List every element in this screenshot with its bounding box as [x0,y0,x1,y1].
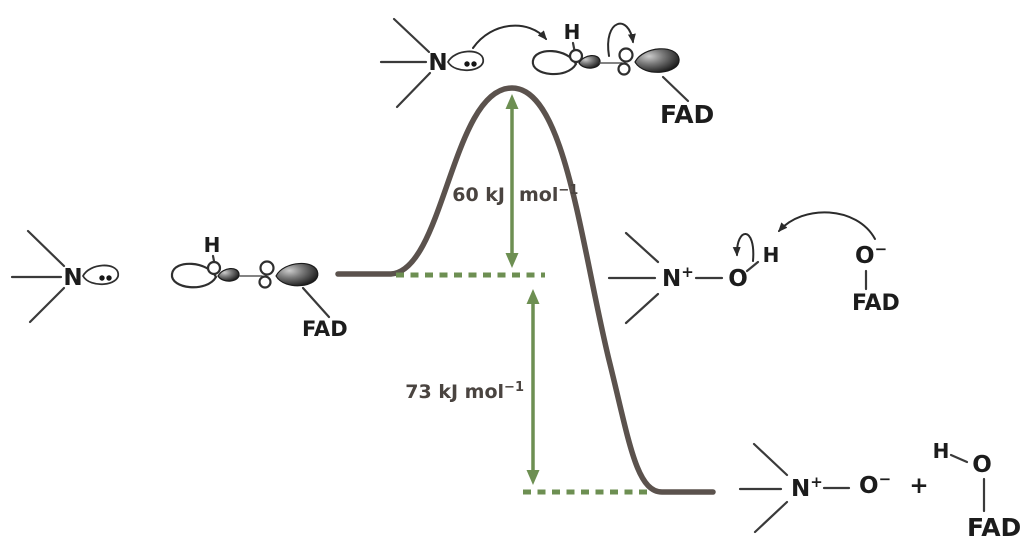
orbital-back-lobe [259,260,275,276]
hydrogen-label: H [564,20,581,44]
electron-pushing-arrow [472,24,547,49]
proton-loop-arrow [732,233,755,262]
lone-pair-orbital [447,50,485,72]
orbital-lobe-dark-large [275,262,319,287]
transition-state-structure: N H FAD [379,17,714,129]
orbital-back-lobe [568,48,584,64]
orbital-back-lobe [258,275,272,289]
flavin-hydroperoxide-fragment: H FAD [170,233,348,341]
hydroxyl-oxygen-label: O [972,452,992,478]
amine-fragment: N [379,17,485,109]
svg-text:73 kJ mol−1: 73 kJ mol−1 [405,380,524,403]
fad-label: FAD [967,513,1021,542]
fad-label: FAD [660,100,714,129]
product-structures: N+ O− + H O FAD [738,439,1021,542]
nitrogen-label: N [428,50,447,76]
activation-energy-label: 60 kJ mol−1 [452,183,578,206]
orbital-back-lobe [206,260,222,276]
hydrogen-label: H [204,233,221,257]
plus-sign: + [909,473,928,499]
nitrogen-label: N [63,265,82,291]
hydrogen-label: H [933,439,950,463]
arrowhead-down-icon [526,470,540,485]
reactant-structures: N H FAD [10,229,348,341]
svg-text:mol−1: mol−1 [519,183,578,206]
hydrogen-label: H [763,243,780,267]
n-oxide-oxygen-label: O− [859,470,891,499]
reaction-energy-arrow [526,289,540,485]
energy-curve [335,85,716,495]
arrowhead-up-icon [526,289,540,304]
alkoxide-label: O− [855,240,887,269]
electron-dot [106,275,112,281]
proton-transfer-arrow [778,211,876,240]
amine-fragment: N [10,229,120,324]
peroxide-orbital-fragment: H FAD [531,20,714,129]
intermediate-structure: N+ O H O− FAD [607,211,900,325]
nitrogen-label: N+ [791,473,823,502]
electron-dot [471,61,477,67]
arrowhead-up-icon [505,94,519,109]
orbital-back-lobe [618,47,634,63]
fad-label: FAD [302,317,348,341]
orbital-back-lobe [617,62,631,76]
arrowhead-down-icon [505,253,519,268]
orbital-lobe-dark-large [634,48,680,73]
electron-dot [99,275,105,281]
electron-dot [464,61,470,67]
nitrogen-label: N+ [662,263,694,292]
oxygen-label: O [728,266,748,292]
reaction-energy-label: 73 kJ mol−1 [405,380,524,403]
fad-label: FAD [852,291,900,316]
orbital-lobe-dark-small [217,267,240,282]
lone-pair-orbital [82,264,120,286]
svg-text:60 kJ: 60 kJ [452,184,505,206]
activation-energy-arrow [505,94,519,268]
electron-loop-arrow [607,22,636,57]
